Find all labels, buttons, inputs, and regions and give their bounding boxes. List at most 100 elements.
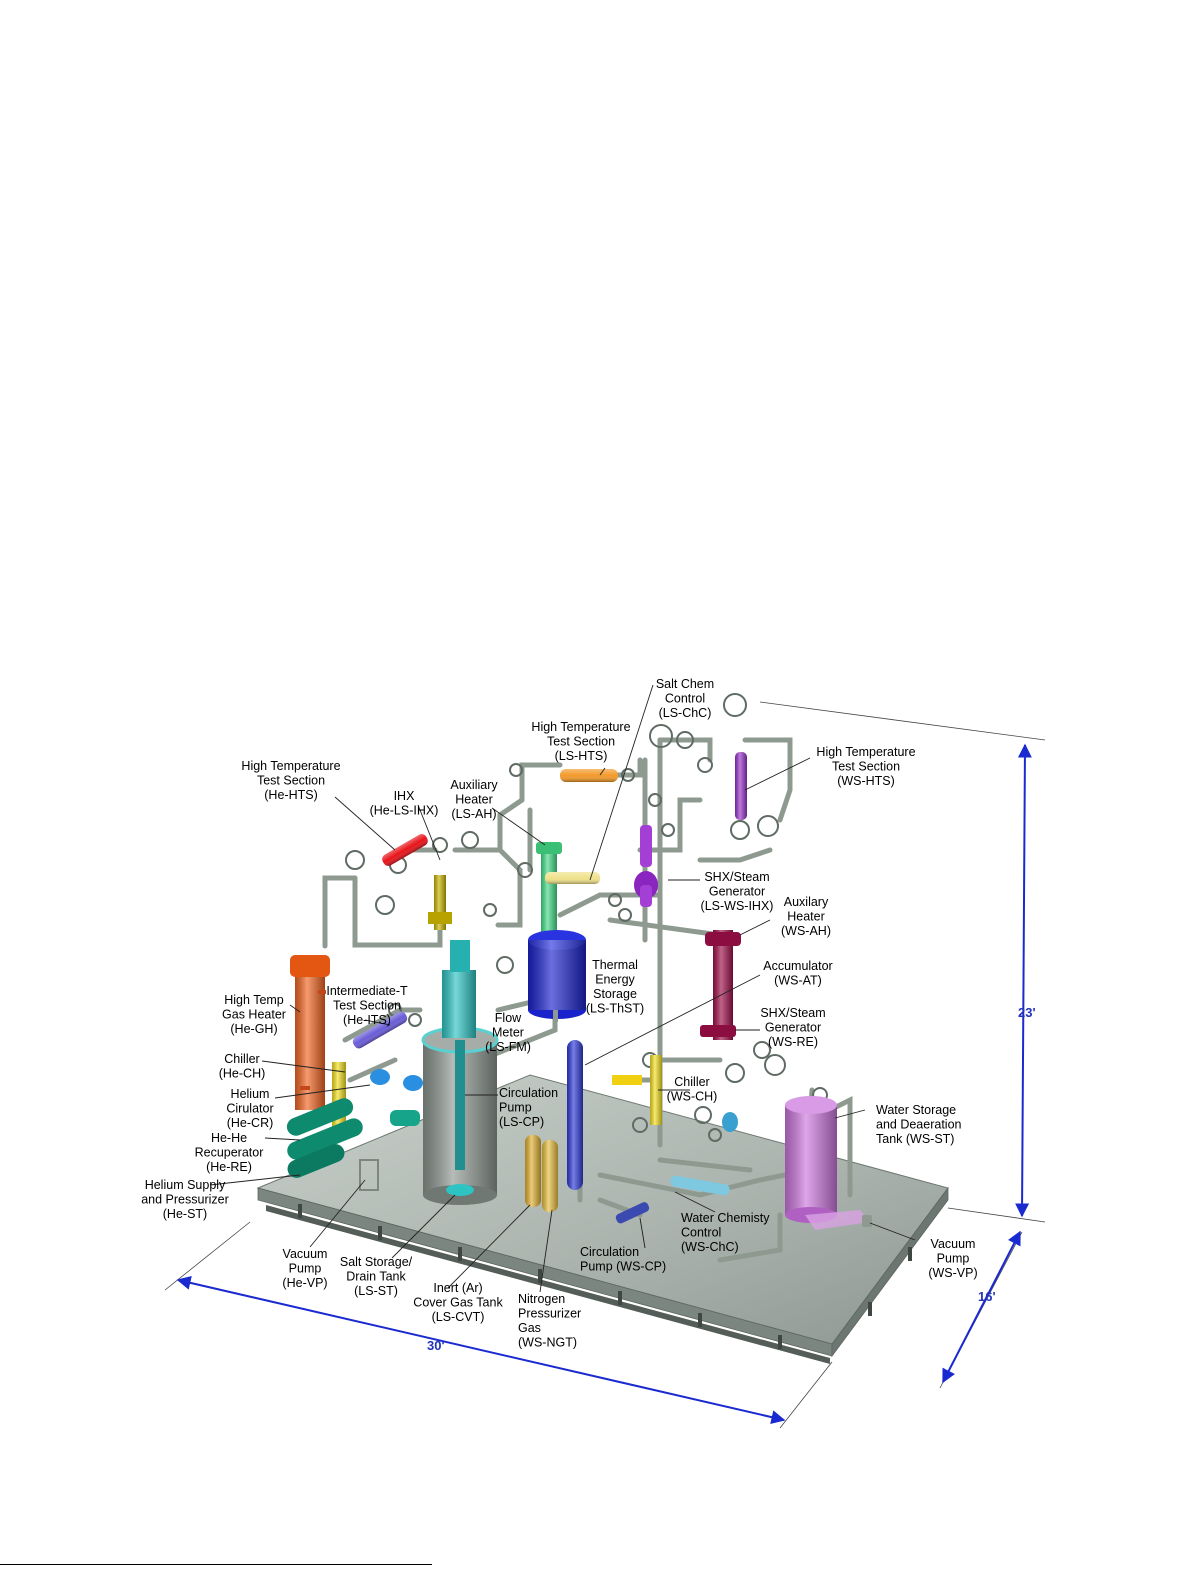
he-hts-section <box>382 834 428 866</box>
label-line: Vacuum <box>931 1237 976 1251</box>
label-line: Auxilary <box>784 895 829 909</box>
label-line: Intermediate-T <box>326 984 408 998</box>
label-line: (LS-HTS) <box>555 749 608 763</box>
label-line: Circulation <box>499 1086 558 1100</box>
label-line: (LS-CVT) <box>432 1310 485 1324</box>
label-line: Heater <box>455 793 493 807</box>
ls-hts-section <box>560 769 618 782</box>
label-line: Water Storage <box>876 1103 956 1117</box>
height-dimension-line <box>1015 743 1032 1218</box>
he-recuperator <box>286 1098 420 1178</box>
label-line: (WS-NGT) <box>518 1336 577 1350</box>
label-line: He-He <box>211 1131 247 1145</box>
ws-hts-section <box>735 752 747 820</box>
label-line: (He-ITS) <box>343 1013 391 1027</box>
label-line: Test Section <box>257 774 325 788</box>
ls-circulation-pump <box>442 940 476 1196</box>
label-ws-ch: Chiller(WS-CH) <box>667 1075 718 1104</box>
ws-aux-heater <box>700 930 741 1040</box>
label-line: Test Section <box>547 735 615 749</box>
width-dimension: 16' <box>978 1289 996 1304</box>
label-line: (He-HTS) <box>264 788 317 802</box>
label-ws-at: Accumulator(WS-AT) <box>763 959 832 988</box>
label-line: IHX <box>394 789 416 803</box>
label-line: Energy <box>595 973 635 987</box>
label-line: (LS-ST) <box>354 1284 398 1298</box>
he-ls-ihx <box>428 875 452 930</box>
label-line: (LS-WS-IHX) <box>701 899 774 913</box>
label-line: and Deaeration <box>876 1118 962 1132</box>
label-line: High Temperature <box>531 720 630 734</box>
label-line: Recuperator <box>195 1146 264 1160</box>
ls-chem-control <box>545 872 600 884</box>
label-line: Storage <box>593 987 637 1001</box>
label-line: (LS-ThST) <box>586 1002 644 1016</box>
ws-chem-control <box>670 1175 730 1196</box>
he-intermediate-test-section <box>352 1011 408 1049</box>
label-line: Test Section <box>832 760 900 774</box>
label-line: (WS-AH) <box>781 924 831 938</box>
label-line: Accumulator <box>763 959 832 973</box>
ws-water-storage-tank <box>785 1096 870 1230</box>
label-line: High Temperature <box>816 745 915 759</box>
label-line: Heater <box>787 910 825 924</box>
width-dimension-line <box>942 1230 1021 1384</box>
label-line: Control <box>665 692 705 706</box>
label-line: (LS-AH) <box>451 807 496 821</box>
label-line: Pump <box>289 1262 322 1276</box>
label-line: Pump <box>499 1101 532 1115</box>
label-line: (LS-FM) <box>485 1040 531 1054</box>
vacuum-pumps <box>359 1159 872 1227</box>
label-line: (LS-CP) <box>499 1115 544 1129</box>
label-line: (WS-HTS) <box>837 774 895 788</box>
ws-accumulator <box>567 1040 583 1190</box>
label-line: Test Section <box>333 999 401 1013</box>
label-line: Inert (Ar) <box>433 1281 482 1295</box>
height-dimension: 23' <box>1018 1005 1036 1020</box>
label-line: (He-CR) <box>227 1116 274 1130</box>
label-line: High Temp <box>224 993 284 1007</box>
label-line: (LS-ChC) <box>659 706 712 720</box>
ws-chiller <box>612 1055 738 1132</box>
label-line: Meter <box>492 1026 524 1040</box>
label-line: Auxiliary <box>450 778 498 792</box>
label-ls-st: Salt Storage/Drain Tank(LS-ST) <box>340 1255 413 1298</box>
label-line: Salt Chem <box>656 677 714 691</box>
ls-aux-heater <box>536 842 562 938</box>
label-line: (He-GH) <box>230 1022 277 1036</box>
label-line: Pressurizer <box>518 1307 581 1321</box>
label-line: (He-VP) <box>282 1276 327 1290</box>
label-line: Flow <box>495 1011 522 1025</box>
label-line: (WS-VP) <box>928 1266 977 1280</box>
label-line: Chiller <box>674 1075 709 1089</box>
label-line: Cover Gas Tank <box>413 1296 503 1310</box>
label-line: (He-CH) <box>219 1067 266 1081</box>
label-line: Circulation <box>580 1245 639 1259</box>
label-line: (He-LS-IHX) <box>370 804 439 818</box>
label-line: Thermal <box>592 958 638 972</box>
label-line: Cirulator <box>226 1102 273 1116</box>
label-line: Generator <box>709 885 765 899</box>
label-ls-cvt: Inert (Ar)Cover Gas Tank(LS-CVT) <box>413 1281 503 1324</box>
length-dimension: 30' <box>427 1338 445 1353</box>
label-line: Generator <box>765 1021 821 1035</box>
